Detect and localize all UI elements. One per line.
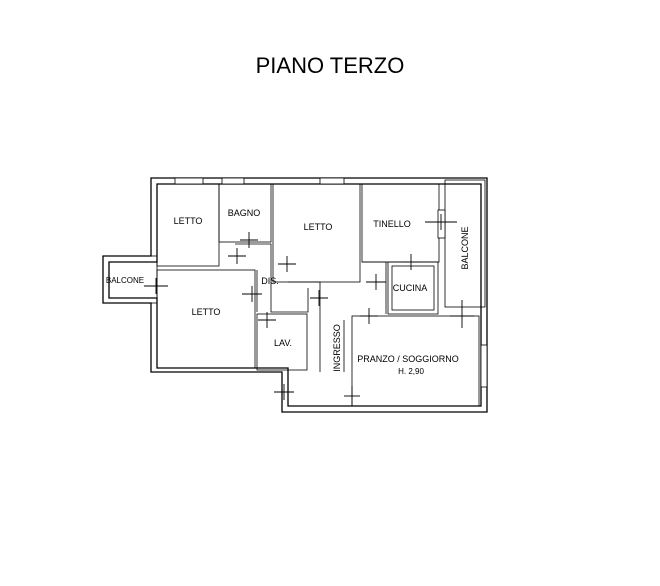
room-pranzo-soggiorno: PRANZO / SOGGIORNO bbox=[357, 354, 459, 364]
door-marks bbox=[144, 214, 474, 406]
outer-walls bbox=[102, 177, 488, 413]
room-balcone-right: BALCONE bbox=[460, 226, 470, 269]
room-letto-2: LETTO bbox=[304, 222, 333, 232]
room-tinello: TINELLO bbox=[373, 219, 411, 229]
room-lav: LAV. bbox=[274, 338, 292, 348]
plan-title: PIANO TERZO bbox=[256, 53, 405, 78]
room-bagno: BAGNO bbox=[228, 208, 261, 218]
room-height: H. 2,90 bbox=[398, 367, 424, 376]
room-dis: DIS. bbox=[261, 276, 279, 286]
room-cucina: CUCINA bbox=[393, 283, 428, 293]
room-letto-3: LETTO bbox=[192, 307, 221, 317]
interior-walls bbox=[156, 179, 486, 407]
room-balcone-left: BALCONE bbox=[106, 276, 144, 285]
room-letto-1: LETTO bbox=[174, 216, 203, 226]
room-ingresso: INGRESSO bbox=[332, 324, 342, 372]
windows bbox=[174, 177, 488, 388]
